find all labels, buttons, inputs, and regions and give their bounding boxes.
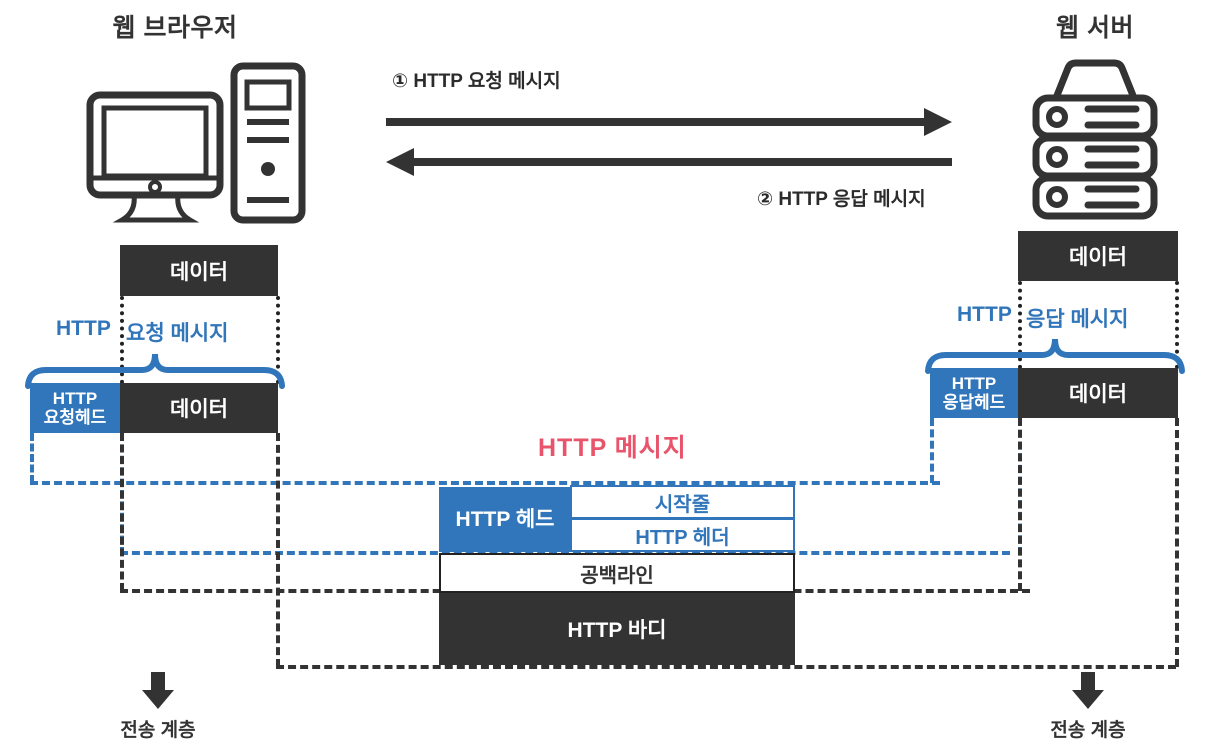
client-down-arrow-icon <box>140 672 176 710</box>
http-start-line-box: 시작줄 <box>570 485 795 519</box>
client-bottom-data-box: 데이터 <box>120 383 278 433</box>
client-http-request-header-box: HTTP 요청헤드 <box>30 383 120 433</box>
client-black-connector-h-bottom <box>276 665 1176 669</box>
http-blank-line-box: 공백라인 <box>439 553 795 593</box>
http-body-box: HTTP 바디 <box>439 593 795 665</box>
client-brace-label-http: HTTP <box>56 317 111 340</box>
server-title: 웹 서버 <box>1056 14 1134 42</box>
client-top-data-box: 데이터 <box>120 245 278 296</box>
client-brace-label-message: 요청 메시지 <box>126 322 229 345</box>
client-black-connector-v-right <box>276 433 280 667</box>
http-header-line-box: HTTP 헤더 <box>570 518 795 552</box>
server-top-data-box: 데이터 <box>1018 231 1178 281</box>
server-black-connector-v-right <box>1175 418 1179 667</box>
http-message-title: HTTP 메시지 <box>538 434 687 462</box>
server-blue-connector-v-left <box>930 418 934 483</box>
server-header-line2: 응답헤드 <box>942 393 1006 412</box>
server-bottom-data-box: 데이터 <box>1018 368 1178 418</box>
request-arrow-icon <box>386 108 952 138</box>
server-brace-label-message: 응답 메시지 <box>1026 308 1129 331</box>
server-brace-icon <box>924 333 1186 374</box>
response-arrow-label: ② HTTP 응답 메시지 <box>757 189 926 210</box>
server-transport-layer-label: 전송 계층 <box>1050 720 1126 741</box>
server-http-response-header-box: HTTP 응답헤드 <box>930 368 1018 418</box>
client-brace-icon <box>24 348 286 389</box>
server-brace-label-http: HTTP <box>957 303 1012 326</box>
client-header-line2: 요청헤드 <box>43 408 107 427</box>
response-arrow-icon <box>386 148 952 178</box>
client-dotted-connector-right <box>276 296 280 384</box>
server-dotted-connector-left <box>1018 281 1022 369</box>
client-header-line1: HTTP <box>52 388 98 408</box>
client-blue-connector-v-left <box>30 433 34 483</box>
server-rack-icon <box>1030 59 1160 220</box>
request-arrow-label: ① HTTP 요청 메시지 <box>392 71 561 92</box>
desktop-computer-icon <box>82 60 312 230</box>
server-dotted-connector-right <box>1175 281 1179 369</box>
server-black-connector-v-left <box>1018 418 1022 591</box>
client-title: 웹 브라우저 <box>112 14 238 42</box>
client-blue-connector-h-top <box>30 481 940 485</box>
client-transport-layer-label: 전송 계층 <box>120 720 196 741</box>
http-head-box: HTTP 헤드 <box>439 487 571 552</box>
server-header-line1: HTTP <box>951 373 997 393</box>
server-down-arrow-icon <box>1070 672 1106 710</box>
client-black-connector-v-left <box>120 433 124 591</box>
client-dotted-connector-left <box>120 296 124 384</box>
